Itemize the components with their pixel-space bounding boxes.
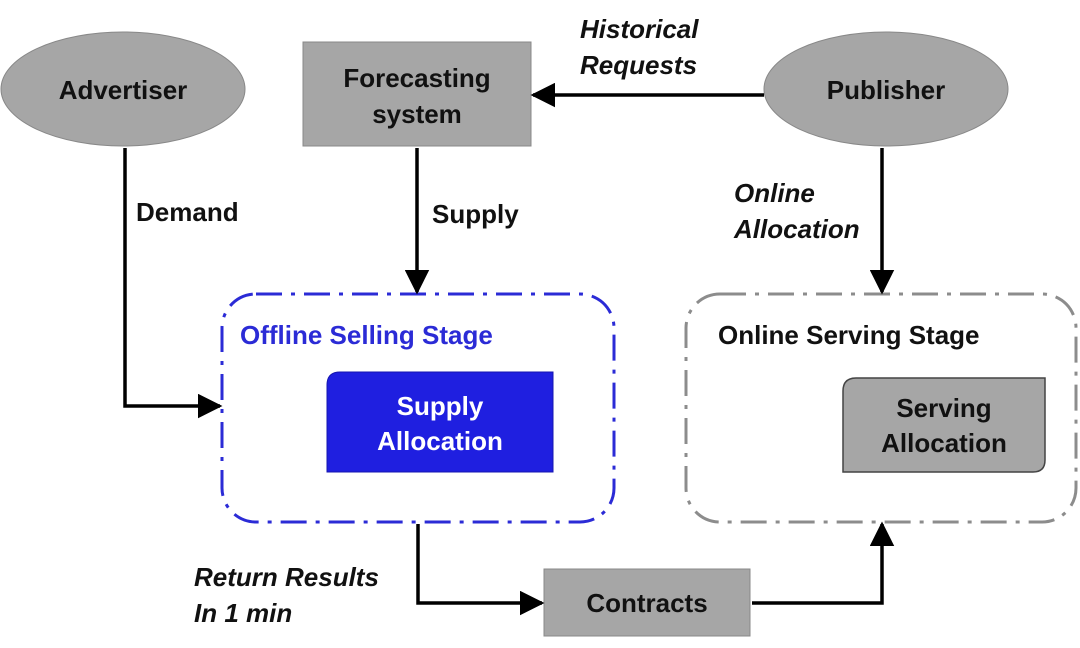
demand-arrow bbox=[123, 148, 223, 419]
online-allocation-label-line2: Allocation bbox=[733, 214, 860, 244]
online-allocation-label-line1: Online bbox=[734, 178, 815, 208]
supply-allocation-node bbox=[326, 371, 554, 473]
serving-allocation-label-line2: Allocation bbox=[881, 428, 1007, 458]
supply-allocation-label-line2: Allocation bbox=[377, 426, 503, 456]
supply-allocation-label-line1: Supply bbox=[397, 391, 484, 421]
demand-label: Demand bbox=[136, 197, 239, 227]
serving-allocation-label-line1: Serving bbox=[896, 393, 991, 423]
contracts-node bbox=[543, 568, 751, 637]
return-results-arrow bbox=[416, 524, 545, 616]
historical-requests-label-line2: Requests bbox=[580, 50, 697, 80]
historical-requests-label-line1: Historical bbox=[580, 14, 699, 44]
offline-selling-stage-label: Offline Selling Stage bbox=[240, 320, 493, 350]
return-results-label-line1: Return Results bbox=[194, 562, 379, 592]
serving-allocation-node bbox=[842, 377, 1046, 473]
contracts-label: Contracts bbox=[586, 588, 707, 618]
advertiser-label: Advertiser bbox=[59, 75, 188, 105]
publisher-label: Publisher bbox=[827, 75, 945, 105]
publisher-node bbox=[763, 31, 1009, 147]
forecasting-label-line1: Forecasting bbox=[343, 63, 490, 93]
forecasting-system-node bbox=[302, 41, 532, 147]
return-results-label-line2: In 1 min bbox=[194, 598, 292, 628]
contracts-to-serving-arrow bbox=[752, 521, 895, 605]
forecasting-label-line2: system bbox=[372, 99, 462, 129]
advertiser-node bbox=[0, 31, 246, 147]
supply-label: Supply bbox=[432, 199, 519, 229]
online-serving-stage-label: Online Serving Stage bbox=[718, 320, 980, 350]
